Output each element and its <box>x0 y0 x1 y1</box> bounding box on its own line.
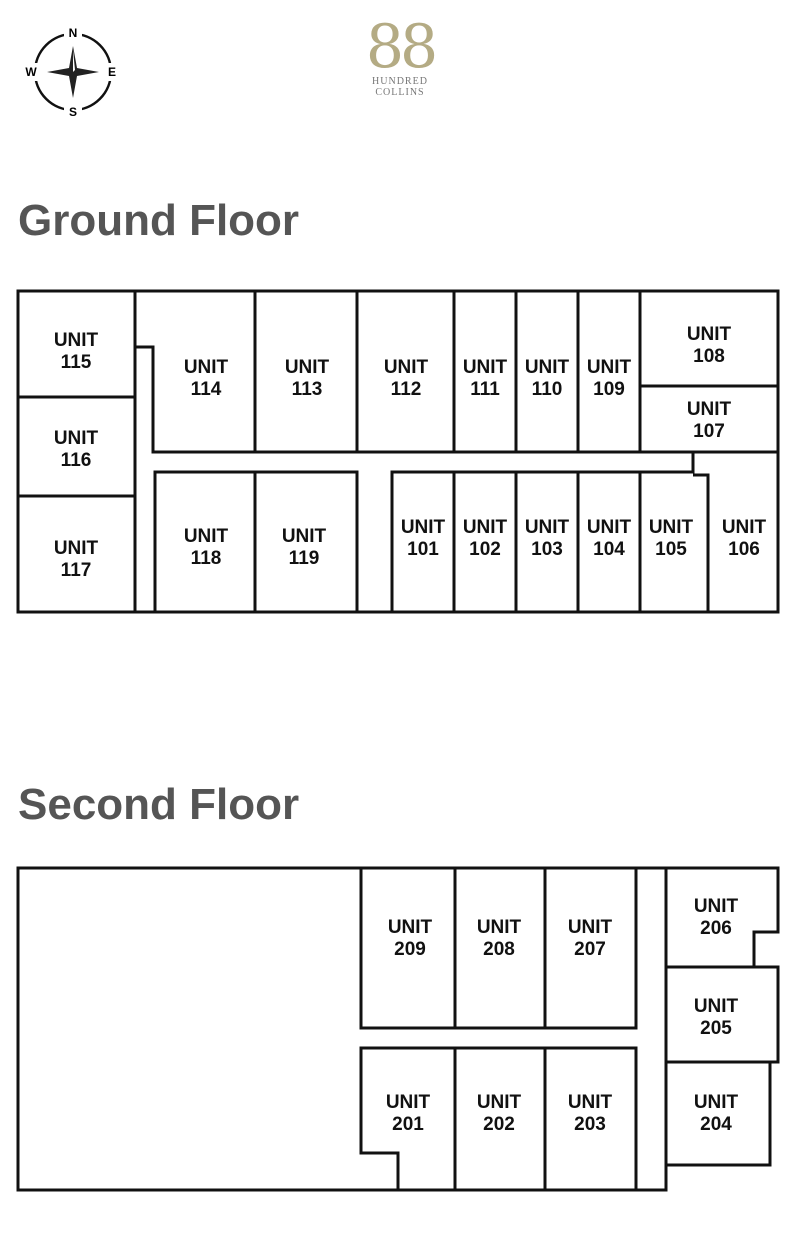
brand-logo: 88 HUNDRED COLLINS <box>365 12 438 98</box>
svg-text:N: N <box>69 26 78 40</box>
second-floor-title: Second Floor <box>18 780 300 829</box>
svg-text:S: S <box>69 105 77 119</box>
compass-icon: N S W E <box>24 24 120 119</box>
ground-floor-title: Ground Floor <box>18 196 300 245</box>
svg-text:W: W <box>25 65 37 79</box>
svg-text:E: E <box>108 65 116 79</box>
